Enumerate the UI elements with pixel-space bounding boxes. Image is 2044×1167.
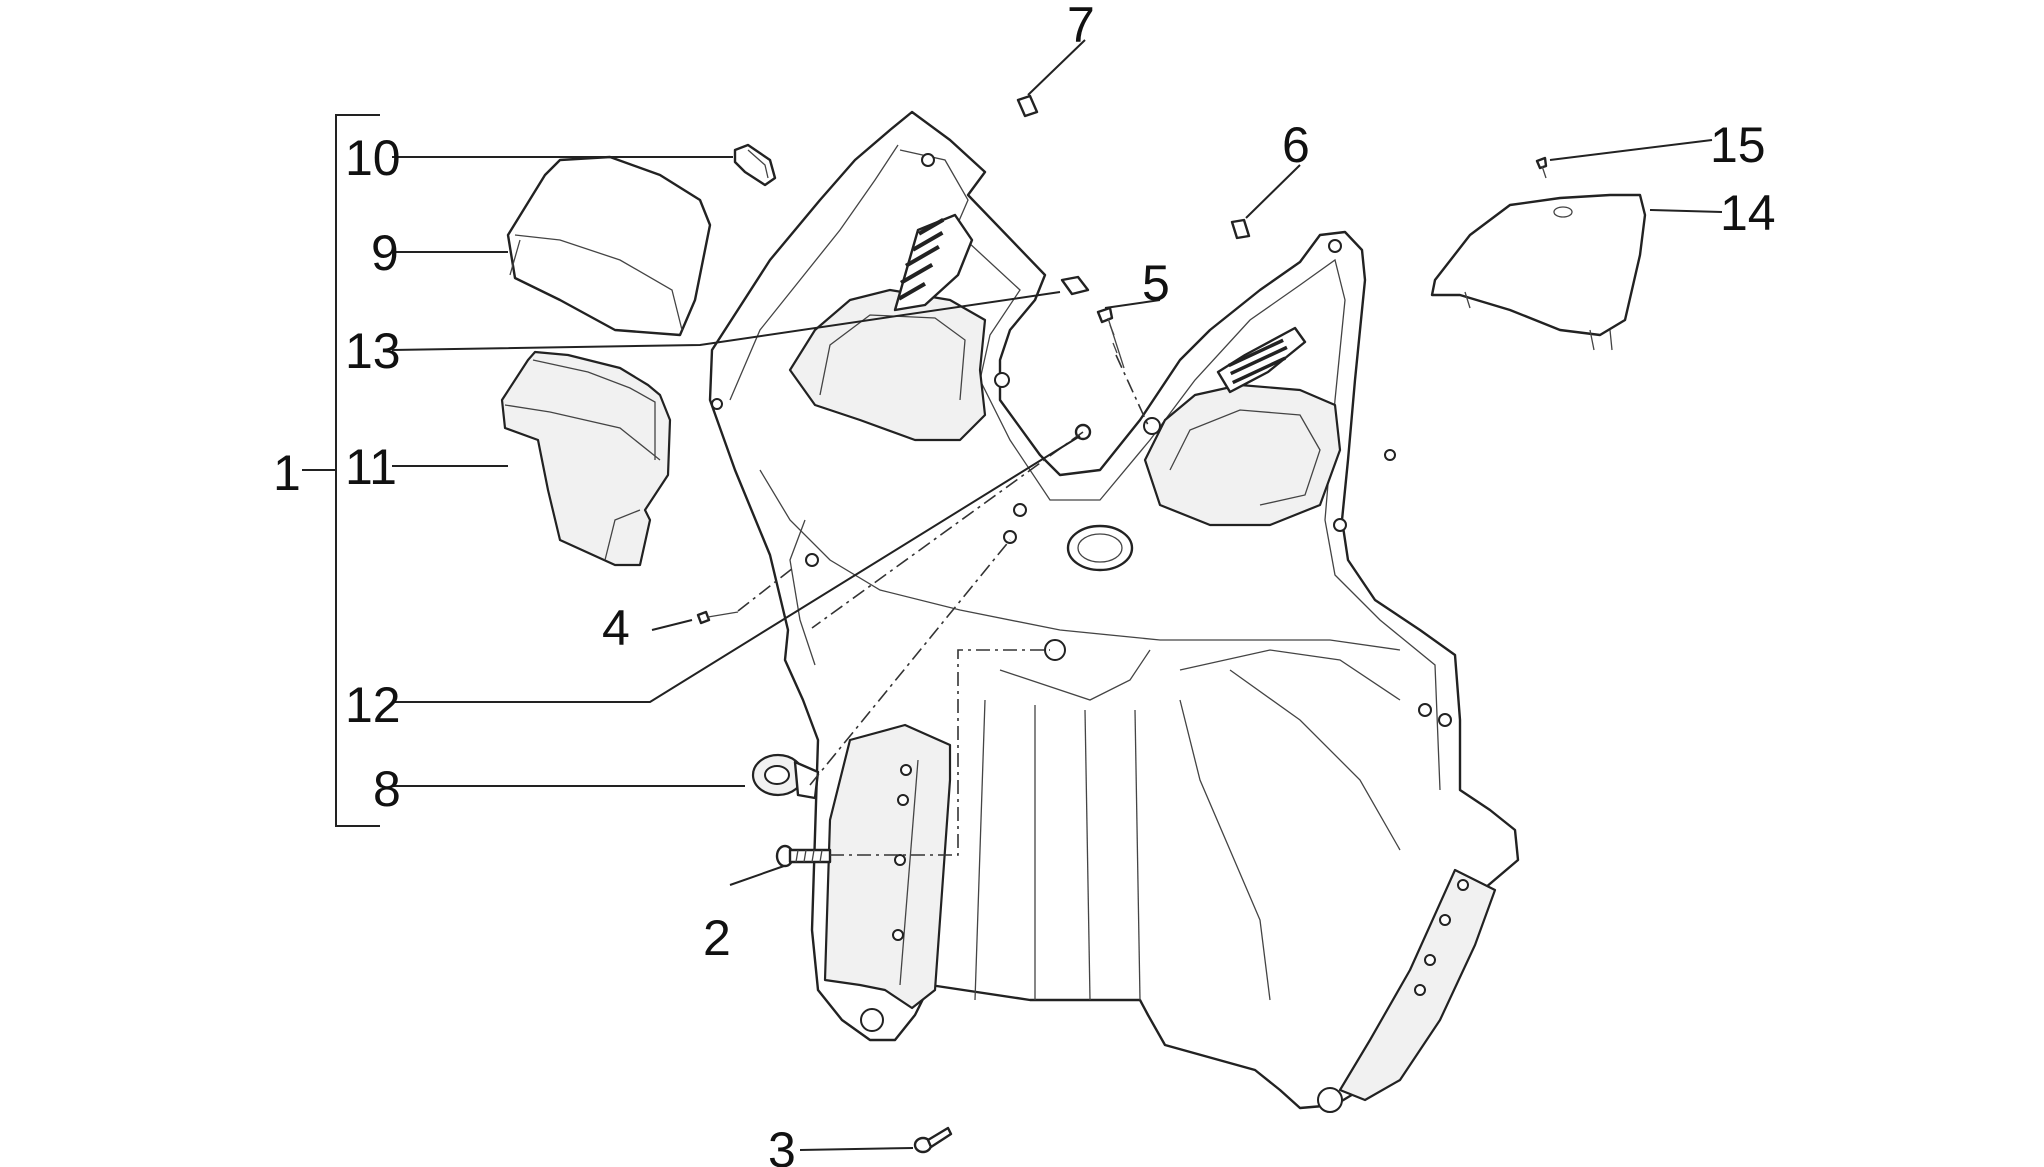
callout-4: 4 <box>602 600 630 656</box>
steering-hole <box>1066 524 1134 572</box>
part-8-ring <box>751 753 820 800</box>
part-9-lid <box>506 155 712 337</box>
callout-labels: 7 10 6 15 14 9 5 13 11 1 4 12 8 2 3 <box>273 0 1776 1167</box>
assembly-lines <box>737 354 1149 856</box>
callout-9: 9 <box>371 225 399 281</box>
part-3-screw <box>913 1126 953 1154</box>
part-6-clip <box>1230 218 1251 240</box>
callout-15: 15 <box>1710 117 1766 173</box>
callout-3: 3 <box>768 1122 796 1167</box>
part-10-clip <box>733 143 777 187</box>
part-4-screw <box>696 610 739 625</box>
callout-2: 2 <box>703 910 731 966</box>
right-vent-grille <box>1216 326 1307 394</box>
callout-7: 7 <box>1067 0 1095 53</box>
callout-6: 6 <box>1282 117 1310 173</box>
callout-12: 12 <box>345 677 401 733</box>
part-7-clip <box>1016 94 1039 118</box>
part-11-glovebox <box>500 350 672 567</box>
leg-shield-panel <box>708 110 1520 1113</box>
callout-10: 10 <box>345 130 401 186</box>
part-15-screw <box>1535 156 1548 179</box>
callout-13: 13 <box>345 323 401 379</box>
callout-1: 1 <box>273 445 301 501</box>
callout-14: 14 <box>1720 185 1776 241</box>
part-2-bolt <box>775 844 832 868</box>
callout-5: 5 <box>1142 255 1170 311</box>
left-vent-grille <box>893 213 974 312</box>
callout-11: 11 <box>345 439 397 495</box>
callout-8: 8 <box>373 761 401 817</box>
part-13-clip <box>1060 275 1090 296</box>
leader-lines <box>302 39 1723 1151</box>
part-14-cover <box>1430 193 1647 351</box>
part-5-screw <box>1096 306 1125 369</box>
